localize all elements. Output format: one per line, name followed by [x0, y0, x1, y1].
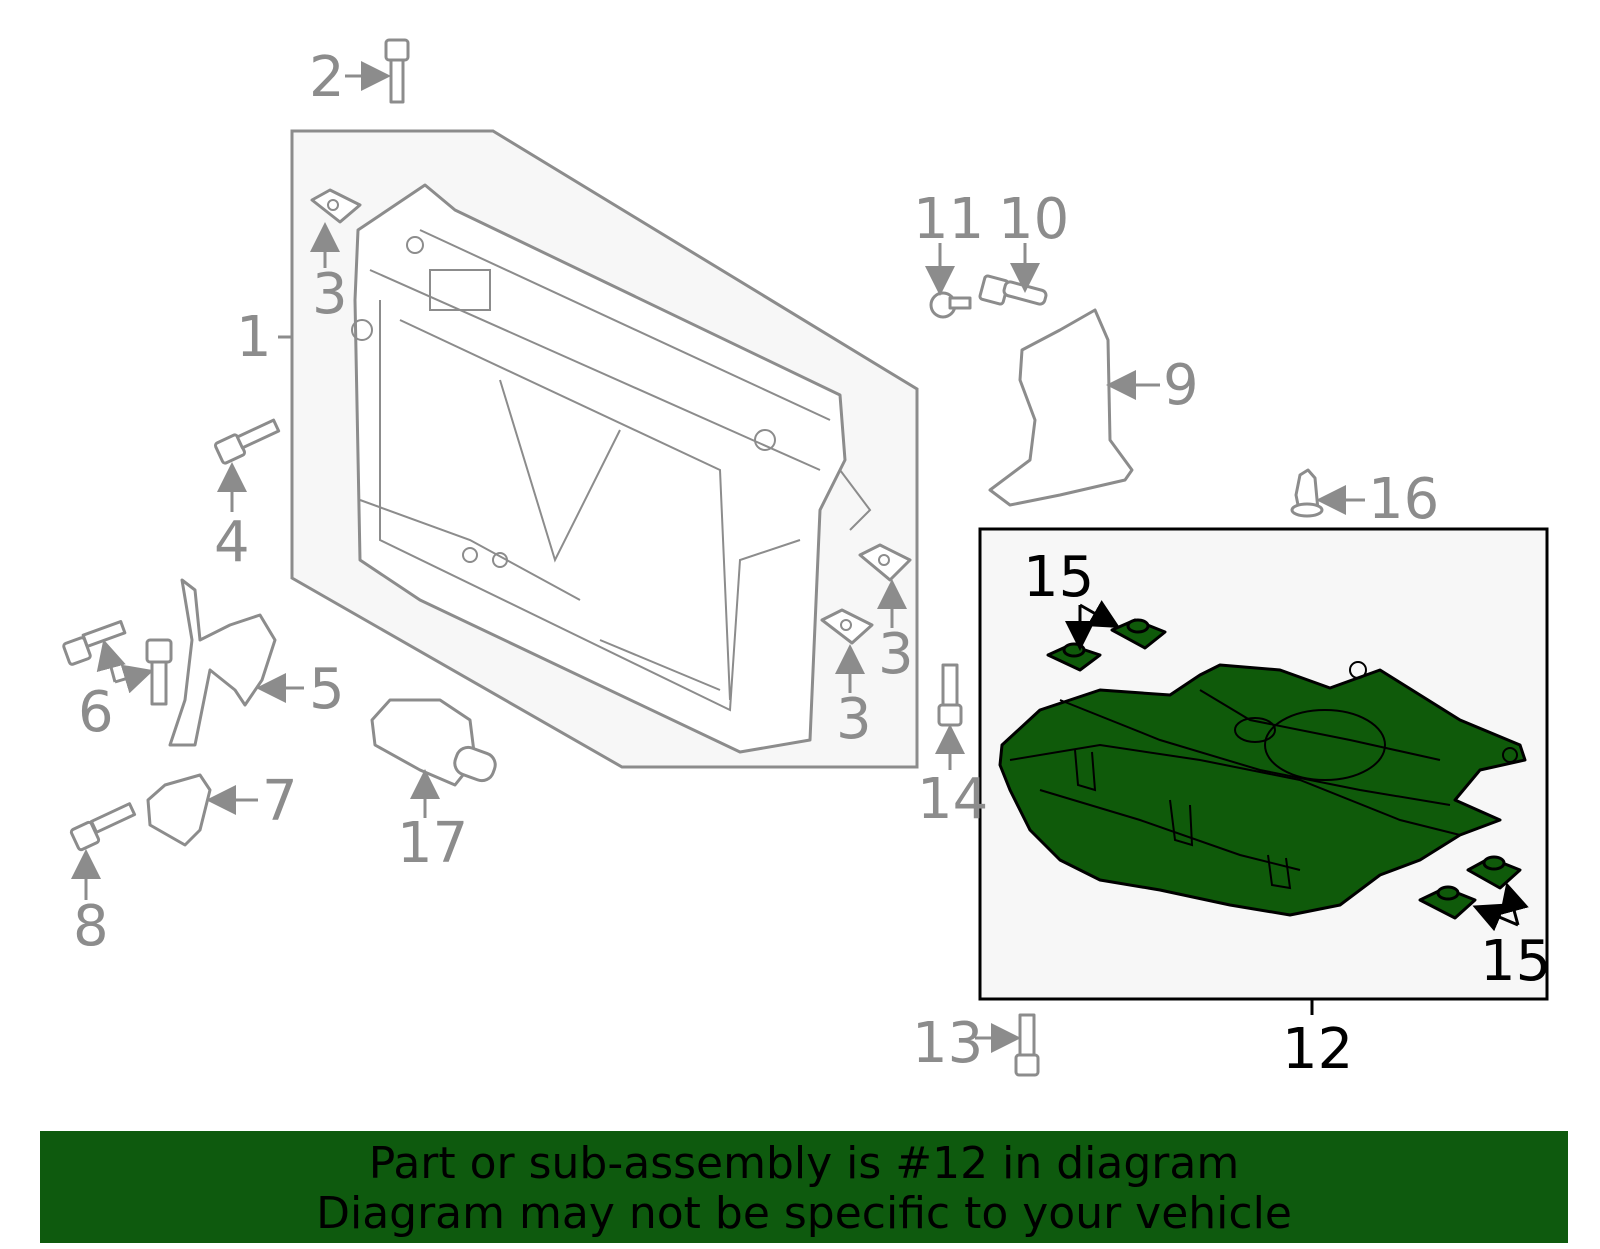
bracket-5 [168, 578, 277, 747]
clip-11 [929, 291, 972, 319]
bolt-8 [69, 802, 137, 852]
bracket-7 [146, 773, 212, 847]
callout-1: 1 [236, 305, 272, 370]
callout-11: 11 [913, 187, 984, 252]
part-17 [370, 698, 497, 787]
callout-12: 12 [1282, 1017, 1353, 1082]
callout-15-top: 15 [1023, 545, 1094, 610]
callout-3-right: 3 [878, 622, 914, 687]
callout-3-top: 3 [312, 262, 348, 327]
bolt-10 [978, 274, 1048, 306]
callout-8: 8 [73, 894, 109, 959]
clip-nut-15-top-right [1110, 618, 1167, 650]
callout-5: 5 [309, 657, 345, 722]
callout-2: 2 [309, 45, 345, 110]
callout-10: 10 [998, 187, 1069, 252]
banner-line-2: Diagram may not be specific to your vehi… [316, 1188, 1292, 1239]
clip-3-right [858, 543, 912, 582]
callout-15-bottom: 15 [1480, 929, 1551, 994]
bolt-2 [384, 38, 410, 104]
callout-7: 7 [262, 769, 298, 834]
under-cover-12 [998, 661, 1527, 917]
radiator-support-frame [351, 183, 872, 754]
deflector-9 [988, 308, 1134, 507]
callout-6: 6 [78, 680, 114, 745]
callout-14: 14 [917, 767, 988, 832]
clip-3-top [310, 188, 362, 224]
info-banner: Part or sub-assembly is #12 in diagram D… [40, 1131, 1568, 1243]
bolt-13 [1014, 1013, 1040, 1077]
callout-13: 13 [912, 1011, 983, 1076]
callout-17: 17 [397, 811, 468, 876]
banner-line-1: Part or sub-assembly is #12 in diagram [368, 1138, 1240, 1189]
bolt-14 [937, 663, 963, 727]
clip-nut-15-bottom-left [1418, 885, 1477, 920]
bolt-6 [62, 620, 173, 706]
callout-9: 9 [1163, 353, 1199, 418]
clip-nut-15-bottom-right [1466, 855, 1522, 890]
clip-16 [1290, 468, 1324, 518]
callout-3-lower: 3 [836, 687, 872, 752]
clip-3-lower [820, 608, 874, 645]
bolt-4 [213, 418, 281, 465]
callout-16: 16 [1368, 467, 1439, 532]
callout-4: 4 [214, 510, 250, 575]
